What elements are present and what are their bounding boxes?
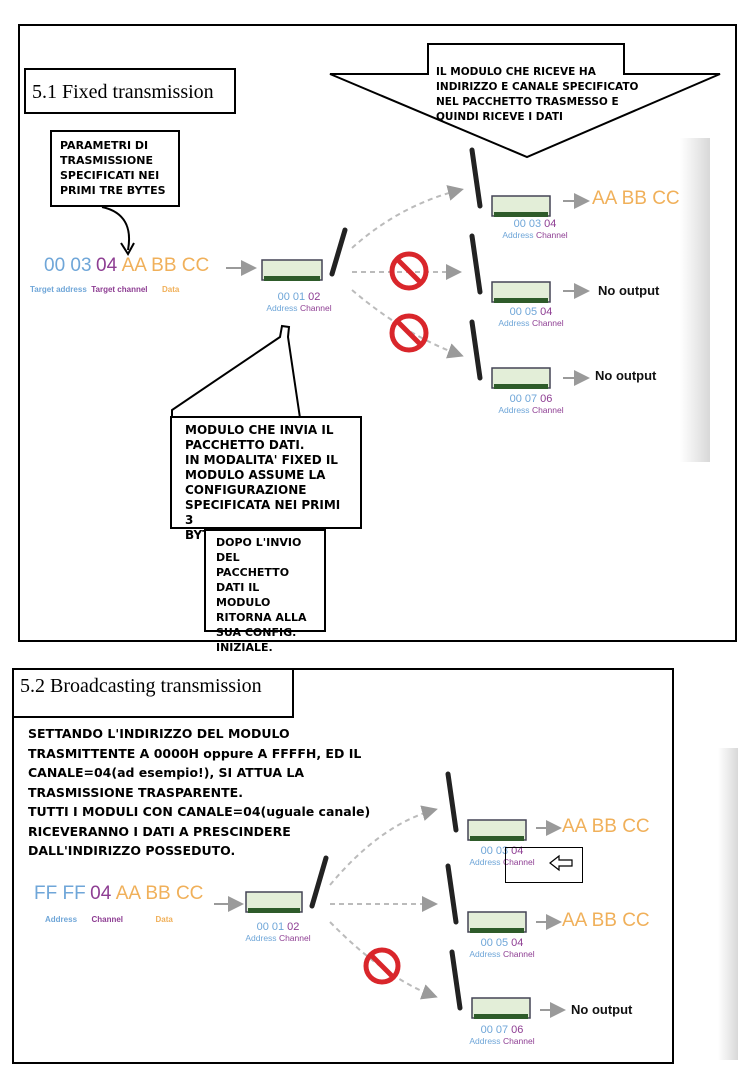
blocked-icon (389, 251, 429, 291)
channel-highlight-box (505, 847, 583, 883)
packet-channel: 04 (96, 255, 118, 276)
packet-data: AA BB CC (121, 255, 210, 276)
packet-channel: 04 (90, 883, 112, 904)
blocked-icon (389, 313, 429, 353)
receiver-address-s2-1: 00 03 04 Address Channel (469, 845, 535, 867)
packet-data-label: Data (161, 285, 180, 294)
receiver-address-s1-2: 00 05 04 Address Channel (498, 306, 564, 328)
receiver-output-s1-1: AA BB CC (592, 188, 680, 209)
packet-address: FF FF (34, 883, 86, 904)
receiver-callout-shape (329, 43, 721, 159)
receiver-address-s1-3: 00 07 06 Address Channel (498, 393, 564, 415)
sender-note: MODULO CHE INVIA IL PACCHETTO DATI. IN M… (170, 416, 362, 542)
packet-s1: 00 03 04 AA BB CC (44, 255, 209, 277)
receiver-module-icon (469, 233, 551, 303)
packet-data-label: Data (155, 915, 173, 924)
receiver-module-icon (469, 319, 551, 389)
receiver-module-icon (449, 949, 531, 1019)
sender-callout-pointer (171, 324, 302, 420)
after-send-note: DOPO L'INVIO DEL PACCHETTO DATI IL MODUL… (204, 529, 326, 654)
fixed-transmission-panel (18, 24, 737, 642)
broadcast-note: SETTANDO L'INDIRIZZO DEL MODULO TRASMITT… (28, 726, 371, 858)
packet-s2: FF FF 04 AA BB CC (34, 883, 203, 905)
receiver-output-s2-3: No output (571, 1002, 633, 1017)
section2-title: 5.2 Broadcasting transmission (12, 668, 294, 718)
section2-diagram (214, 771, 566, 1019)
left-arrow-icon (549, 854, 573, 872)
receiver-address-s1-1: 00 03 04 Address Channel (502, 218, 568, 240)
params-curl-arrow (101, 206, 130, 251)
receiver-output-s1-2: No output (598, 283, 660, 298)
packet-address-label: Address (45, 915, 78, 924)
packet-address: 00 03 (44, 255, 92, 276)
packet-labels-s1: Target address Target channel Data (30, 279, 179, 297)
receiver-module-icon (445, 771, 527, 841)
receiver-module-icon (445, 863, 527, 933)
receiver-address-s2-3: 00 07 06 Address Channel (469, 1024, 535, 1046)
sender-address-s1: 00 01 02 Address Channel (266, 291, 332, 313)
sender-address-s2: 00 01 02 Address Channel (245, 921, 311, 943)
packet-data: AA BB CC (115, 883, 204, 904)
packet-address-label: Target address (30, 285, 87, 294)
blocked-icon (363, 947, 401, 985)
receiver-output-s1-3: No output (595, 368, 657, 383)
section1-title: 5.1 Fixed transmission (24, 68, 236, 114)
right-shade (680, 138, 710, 462)
receiver-output-s2-2: AA BB CC (562, 910, 650, 931)
packet-channel-label: Target channel (91, 285, 148, 294)
sender-module-icon (245, 855, 329, 913)
right-shade-2 (718, 748, 738, 1060)
params-note: PARAMETRI DI TRASMISSIONE SPECIFICATI NE… (50, 130, 180, 207)
sender-module-icon (261, 227, 348, 281)
receiver-note-text: IL MODULO CHE RICEVE HA INDIRIZZO E CANA… (436, 66, 639, 123)
receiver-address-s2-2: 00 05 04 Address Channel (469, 937, 535, 959)
receiver-output-s2-1: AA BB CC (562, 816, 650, 837)
packet-labels-s2: Address Channel Data (45, 909, 173, 927)
receiver-module-icon (469, 147, 551, 217)
packet-channel-label: Channel (91, 915, 124, 924)
section1-diagram (101, 43, 721, 420)
